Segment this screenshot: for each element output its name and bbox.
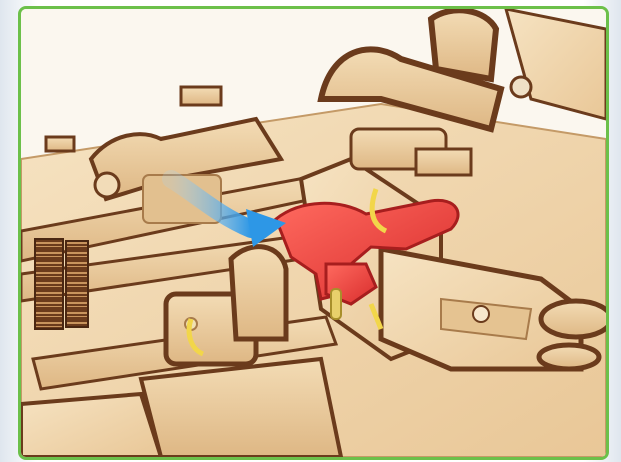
right-gear	[541, 301, 606, 337]
bottom-left-plate	[21, 394, 161, 457]
top-knob	[431, 10, 496, 79]
left-plywood-edge	[35, 239, 63, 329]
small-tab-1	[181, 87, 221, 105]
lever-pivot-pin	[331, 289, 341, 319]
top-bolt	[511, 77, 531, 97]
bottom-mid-plate	[141, 359, 341, 457]
left-plywood-edge-2	[66, 241, 88, 327]
right-gear-2	[539, 345, 599, 369]
small-tab-2	[46, 137, 74, 151]
wooden-mechanism-illustration	[21, 9, 606, 457]
rear-axle-hole	[95, 173, 119, 197]
illustration-card	[18, 6, 609, 460]
front-hole	[473, 306, 489, 322]
lower-arch	[231, 247, 286, 339]
small-tab-3	[416, 149, 471, 175]
